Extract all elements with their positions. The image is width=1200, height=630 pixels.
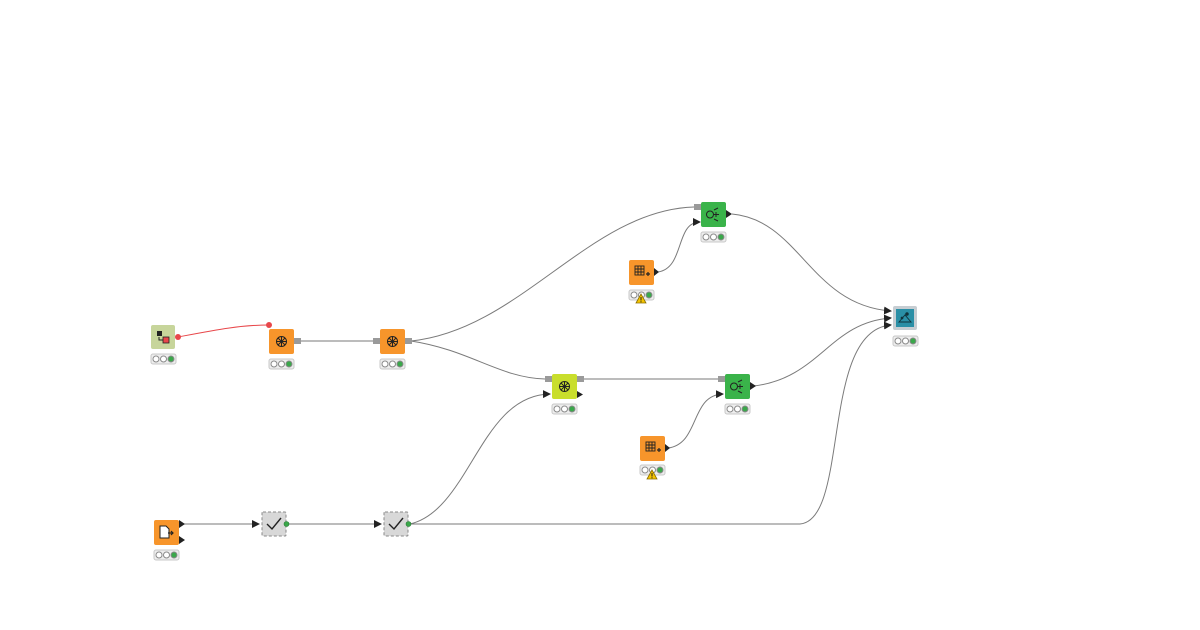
table-icon: [645, 441, 661, 452]
model-node-2[interactable]: [373, 329, 412, 370]
data-port-out[interactable]: [750, 382, 756, 390]
model-port-in[interactable]: [373, 338, 380, 344]
model-port-out[interactable]: [577, 376, 584, 382]
data-port-out[interactable]: [726, 210, 732, 218]
node-status: [150, 353, 177, 365]
file-reader-icon: [159, 525, 174, 539]
connection-model-2-to-predictor[interactable]: [410, 206, 695, 342]
model-port-in[interactable]: [718, 376, 725, 382]
learner-icon: [559, 381, 570, 392]
output-node[interactable]: [892, 306, 919, 347]
warning-icon[interactable]: [646, 469, 658, 480]
port-out[interactable]: [405, 521, 412, 527]
data-port-out[interactable]: [665, 444, 670, 452]
table-icon: [634, 265, 650, 276]
node-status: [892, 335, 919, 347]
node-status: [639, 464, 666, 476]
connection-flow-variable[interactable]: [177, 324, 270, 338]
model-port-in[interactable]: [545, 376, 552, 382]
data-port-out-2[interactable]: [179, 536, 185, 544]
component-node-1[interactable]: [261, 511, 290, 537]
learner-icon: [276, 336, 287, 347]
node-status: [724, 403, 751, 415]
model-port-in[interactable]: [694, 204, 701, 210]
learner-icon: [387, 336, 398, 347]
connection-component-2-to-merge[interactable]: [409, 390, 551, 525]
table-creator-bottom[interactable]: [639, 436, 670, 480]
predictor-icon: [730, 379, 743, 394]
warning-icon[interactable]: [635, 293, 647, 304]
connections: [175, 206, 892, 528]
connection-table-bottom-to-predictor-2[interactable]: [667, 390, 724, 449]
predictor-node[interactable]: [694, 202, 732, 243]
model-node-1[interactable]: [268, 329, 301, 370]
data-port-out[interactable]: [654, 268, 659, 276]
checkmark-icon: [388, 517, 404, 531]
connection-component-2-to-output[interactable]: [410, 321, 892, 525]
data-port-out[interactable]: [577, 391, 583, 398]
connection-model-2-to-merge[interactable]: [410, 340, 546, 380]
connection-table-top-to-predictor[interactable]: [657, 218, 701, 273]
model-port-out[interactable]: [405, 338, 412, 344]
checkmark-icon: [266, 517, 282, 531]
port-out[interactable]: [283, 521, 290, 527]
connection-predictor-to-output[interactable]: [731, 213, 892, 315]
flow-variable-port-in[interactable]: [266, 322, 272, 328]
view-icon: [898, 312, 912, 323]
component-node-2[interactable]: [383, 511, 412, 537]
node-status: [379, 358, 406, 370]
file-reader-node[interactable]: [153, 520, 185, 561]
variable-node[interactable]: [150, 325, 177, 365]
flow-variable-port-out[interactable]: [175, 334, 181, 340]
table-creator-top[interactable]: [628, 260, 659, 304]
node-status: [268, 358, 295, 370]
flow-variable-icon: [157, 331, 170, 344]
predictor-node-2[interactable]: [718, 374, 756, 415]
predictor-icon: [706, 207, 719, 222]
node-status: [153, 549, 180, 561]
connection-predictor-2-to-output[interactable]: [753, 314, 892, 387]
model-port-out[interactable]: [294, 338, 301, 344]
node-status: [700, 231, 727, 243]
data-port-out[interactable]: [179, 520, 185, 528]
merge-node[interactable]: [545, 374, 584, 415]
node-status: [551, 403, 578, 415]
